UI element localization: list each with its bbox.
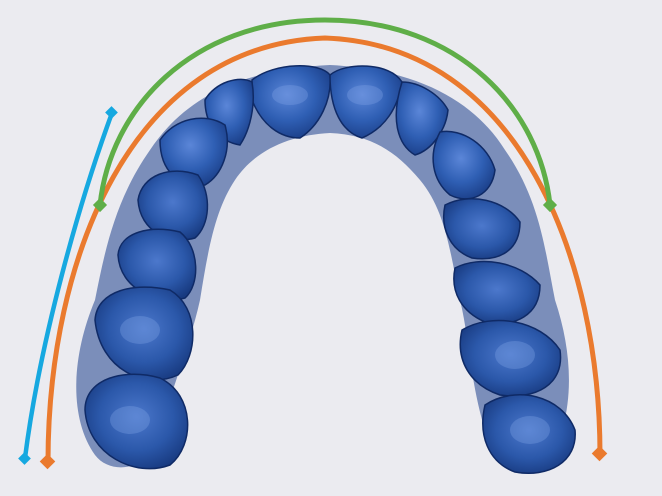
diamond-marker	[40, 454, 56, 470]
diamond-marker	[105, 106, 118, 119]
diamond-marker	[592, 446, 608, 462]
diamond-marker	[18, 452, 31, 465]
